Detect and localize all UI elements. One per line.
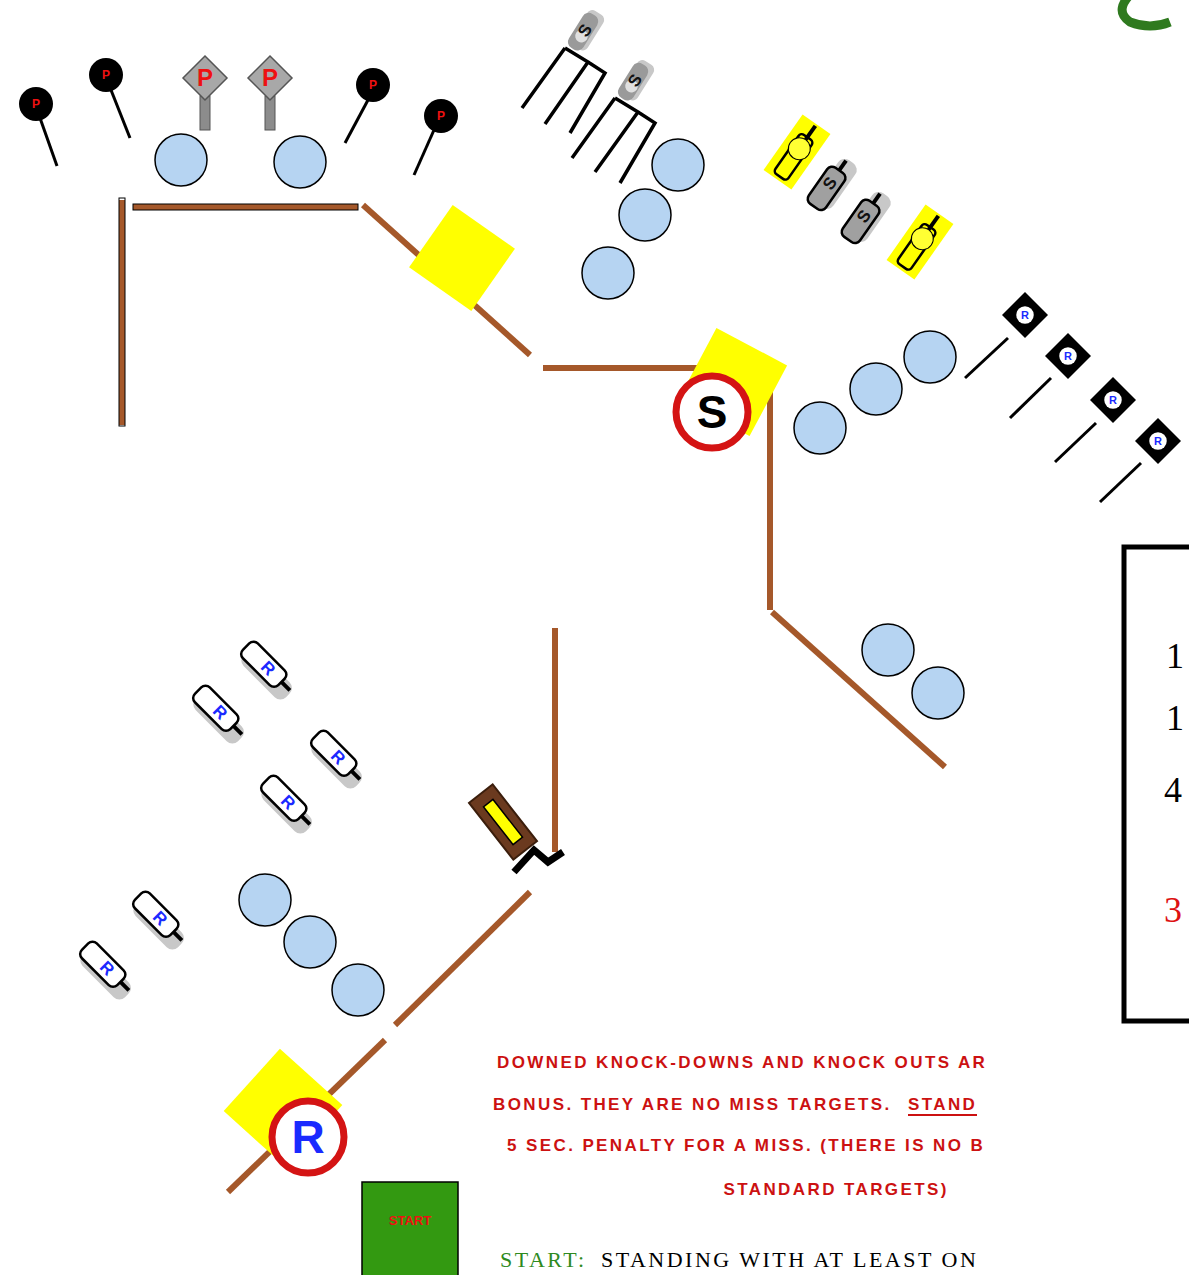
target-knocks: S [839, 187, 888, 245]
stage-note: DOWNED KNOCK-DOWNS AND KNOCK OUTS AR [497, 1054, 987, 1071]
target-pinger: P [19, 87, 53, 121]
target-letter: P [102, 69, 110, 81]
target-knock: R [259, 773, 318, 832]
target-letter: R [1021, 310, 1029, 321]
stage-note: 5 SEC. PENALTY FOR A MISS. (THERE IS NO … [507, 1137, 985, 1154]
target-plate: P [248, 56, 292, 100]
stage-note: BONUS. THEY ARE NO MISS TARGETS. [493, 1096, 892, 1113]
target-start: START [362, 1182, 458, 1275]
target-knock: R [131, 889, 190, 948]
target-ringr: R [269, 1098, 347, 1176]
target-shotgun: S [614, 56, 655, 104]
target-stand [522, 48, 655, 183]
info-box [1124, 547, 1189, 1021]
score-number: 3 [1164, 892, 1182, 928]
target-knock: R [239, 639, 298, 698]
target-letter: S [697, 389, 728, 435]
position-marker [155, 134, 964, 1016]
target-letter: P [32, 98, 40, 110]
target-pinger: P [356, 68, 390, 102]
target-plate: P [183, 56, 227, 100]
target-shape [362, 1182, 458, 1275]
underline [908, 1114, 977, 1116]
stage-note: STANDARD TARGETS) [724, 1181, 949, 1198]
target-rings: S [673, 373, 751, 451]
target-stand [40, 90, 434, 175]
score-number: 1 [1166, 700, 1184, 736]
target-rifle: R [1135, 418, 1181, 464]
target-letter: R [1064, 351, 1072, 362]
target-pinger: P [424, 99, 458, 133]
stage-note: STAND [908, 1096, 977, 1113]
target-letter: P [197, 66, 213, 90]
prop-bracket [514, 850, 563, 872]
target-letter: P [369, 79, 377, 91]
target-shotgun: S [564, 6, 605, 54]
target-knock: R [78, 939, 137, 998]
target-knock: R [309, 728, 368, 787]
target-letter: START [389, 1214, 431, 1227]
start-instruction: START: [500, 1249, 587, 1271]
score-number: 1 [1166, 638, 1184, 674]
shooting-position [224, 205, 787, 1167]
start-instruction: STANDING WITH AT LEAST ON [601, 1249, 978, 1271]
target-rifle: R [1090, 377, 1136, 423]
walls [122, 200, 945, 1192]
target-knock: R [191, 683, 250, 742]
target-rifle: R [1045, 333, 1091, 379]
target-letter: P [437, 110, 445, 122]
target-knocks: S [805, 154, 854, 212]
target-letter: R [1109, 395, 1117, 406]
bonus-target [764, 114, 954, 279]
loading-table [469, 784, 537, 859]
score-number: 4 [1164, 772, 1182, 808]
heading-fragment [1122, 0, 1170, 26]
target-letter: R [1154, 436, 1162, 447]
target-pinger: P [89, 58, 123, 92]
target-letter: P [262, 66, 278, 90]
target-letter: R [291, 1114, 324, 1160]
target-rifle: R [1002, 292, 1048, 338]
